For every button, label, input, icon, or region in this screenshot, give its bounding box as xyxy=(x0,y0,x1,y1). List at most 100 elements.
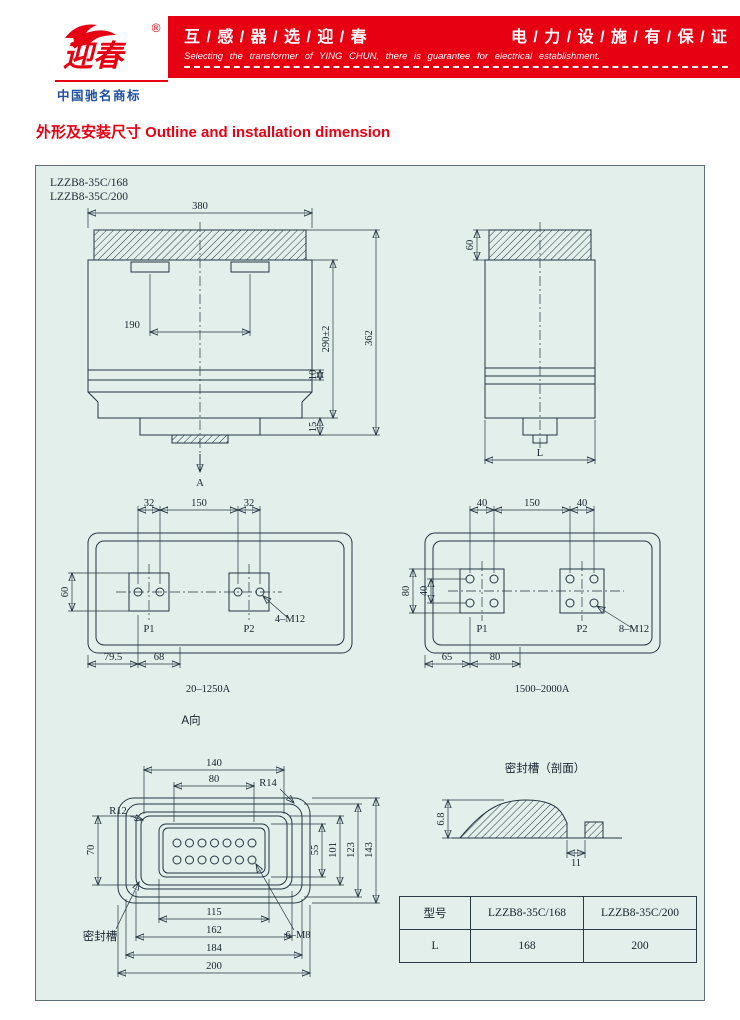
drawing-panel: LZZB8-35C/168 LZZB8-35C/200 xyxy=(35,165,705,1001)
model-1: LZZB8-35C/168 xyxy=(50,177,128,189)
cell-l-200: 200 xyxy=(583,929,697,963)
dim-40-vert: 40 xyxy=(419,586,430,597)
bvl-label-p1: P1 xyxy=(476,624,487,635)
label-6-m8: 6–M8 xyxy=(285,930,310,941)
dim-32-left: 32 xyxy=(144,498,155,509)
seal-dimensions: 6.8 11 xyxy=(436,800,585,869)
logo-graphic: 迎春 ® xyxy=(63,21,161,73)
dim-10: 10 xyxy=(308,370,319,381)
bvs-outer xyxy=(87,532,353,654)
view-a-title: A向 xyxy=(181,713,200,727)
label-8-m12: 8–M12 xyxy=(619,624,649,635)
spec-table: 型号 LZZB8-35C/168 LZZB8-35C/200 L 168 200 xyxy=(399,896,697,963)
seal-mound xyxy=(458,799,568,839)
slogan-cn-right: 电 / 力 / 设 / 施 / 有 / 保 / 证 xyxy=(510,29,728,46)
cell-model-168: LZZB8-35C/168 xyxy=(470,896,584,930)
cell-model-header: 型号 xyxy=(399,896,471,930)
dim-115: 115 xyxy=(206,907,221,918)
cell-l-168: 168 xyxy=(470,929,584,963)
dim-11: 11 xyxy=(571,858,581,869)
va-groove-outer xyxy=(135,811,293,890)
dim-55: 55 xyxy=(310,845,321,856)
model-designations: LZZB8-35C/168 LZZB8-35C/200 xyxy=(50,176,128,204)
dim-6-8: 6.8 xyxy=(436,812,447,825)
slogan-cn-left: 互 / 感 / 器 / 选 / 迎 / 春 xyxy=(184,29,368,46)
bvs-label-p1: P1 xyxy=(143,624,154,635)
dim-123: 123 xyxy=(346,842,357,858)
technical-drawing: 380 190 290±2 10 15 xyxy=(60,201,661,977)
dim-60-cap: 60 xyxy=(465,240,476,251)
view-a: A向 140 xyxy=(83,713,380,977)
dim-80-top: 80 xyxy=(209,774,220,785)
front-terminal-p1 xyxy=(130,261,170,273)
header-banner: 互 / 感 / 器 / 选 / 迎 / 春 电 / 力 / 设 / 施 / 有 … xyxy=(168,16,740,78)
dim-80-bottom: 80 xyxy=(490,652,501,663)
bvl-outer xyxy=(424,532,661,654)
side-view: 60 L xyxy=(465,222,595,464)
bvl-label-p2: P2 xyxy=(576,624,587,635)
bvs-inner xyxy=(95,540,345,646)
dim-190: 190 xyxy=(124,320,140,331)
dim-68: 68 xyxy=(154,652,165,663)
va-dimensions: 140 80 R14 R12 70 55 xyxy=(83,758,380,977)
table-row-model: 型号 LZZB8-35C/168 LZZB8-35C/200 xyxy=(399,896,697,930)
logo-text: 迎春 xyxy=(63,40,127,73)
table-row-length: L 168 200 xyxy=(399,929,697,963)
trademark-label: 中国驰名商标 xyxy=(57,89,142,103)
side-dimensions: 60 L xyxy=(465,230,595,464)
bvs-label-p2: P2 xyxy=(243,624,254,635)
banner-dashed-line xyxy=(184,66,728,68)
bvl-dimensions: 40 150 40 80 40 65 80 8–M12 xyxy=(401,498,649,668)
logo-underline xyxy=(55,80,168,82)
brand-logo: 迎春 ® xyxy=(55,16,168,78)
bird-icon xyxy=(65,24,116,47)
dim-362: 362 xyxy=(364,330,375,346)
dim-143: 143 xyxy=(364,842,375,858)
dim-32-right: 32 xyxy=(244,498,255,509)
label-r14: R14 xyxy=(259,778,277,789)
bvs-dimensions: 32 150 32 60 79.5 68 4–M12 xyxy=(60,498,305,668)
dim-80-vert: 80 xyxy=(401,586,412,597)
dim-79-5: 79.5 xyxy=(104,652,122,663)
va-studs xyxy=(172,838,257,865)
dim-40-right: 40 xyxy=(577,498,588,509)
slogan-chinese: 互 / 感 / 器 / 选 / 迎 / 春 电 / 力 / 设 / 施 / 有 … xyxy=(184,23,728,47)
dim-380: 380 xyxy=(192,201,208,212)
front-dimensions: 380 190 290±2 10 15 xyxy=(88,201,380,489)
dim-150-large: 150 xyxy=(524,498,540,509)
front-terminal-p2 xyxy=(230,261,270,273)
front-view: 380 190 290±2 10 15 xyxy=(88,201,380,489)
bottom-view-large: 40 150 40 80 40 65 80 8–M12 xyxy=(401,498,661,695)
cell-model-200: LZZB8-35C/200 xyxy=(583,896,697,930)
bottom-view-small: 32 150 32 60 79.5 68 4–M12 P1 P2 20–1250… xyxy=(60,498,353,695)
va-ring1 xyxy=(125,803,303,898)
seal-section-title: 密封槽（剖面） xyxy=(505,761,586,775)
dim-162: 162 xyxy=(206,925,222,936)
dim-150-small: 150 xyxy=(191,498,207,509)
dim-70: 70 xyxy=(86,845,97,856)
bvl-caption: 1500–2000A xyxy=(515,684,570,695)
seal-section: 密封槽（剖面） 6.8 11 xyxy=(436,761,622,869)
va-terminal-block xyxy=(158,823,270,878)
model-2: LZZB8-35C/200 xyxy=(50,191,128,203)
label-4-m12: 4–M12 xyxy=(275,614,305,625)
dim-65: 65 xyxy=(442,652,453,663)
va-terminal-block-inner xyxy=(162,827,266,874)
dim-184: 184 xyxy=(206,943,223,954)
page-header: 迎春 ® 互 / 感 / 器 / 选 / 迎 / 春 电 / 力 / 设 / 施… xyxy=(55,16,740,78)
label-r12: R12 xyxy=(109,806,127,817)
dim-40-left: 40 xyxy=(477,498,488,509)
seal-ridge xyxy=(584,821,604,839)
va-outer xyxy=(117,797,311,904)
slogan-english: Selecting the transformer of YING CHUN, … xyxy=(184,51,601,62)
label-seal-groove: 密封槽 xyxy=(83,929,118,943)
dim-140: 140 xyxy=(206,758,222,769)
dim-15: 15 xyxy=(308,422,319,433)
registered-mark: ® xyxy=(152,21,161,35)
page-title: 外形及安装尺寸 Outline and installation dimensi… xyxy=(36,124,391,141)
dim-200: 200 xyxy=(206,961,222,972)
dim-101: 101 xyxy=(328,842,339,858)
dim-L: L xyxy=(537,448,543,459)
bvs-caption: 20–1250A xyxy=(186,684,231,695)
dim-60-pad: 60 xyxy=(60,587,71,598)
